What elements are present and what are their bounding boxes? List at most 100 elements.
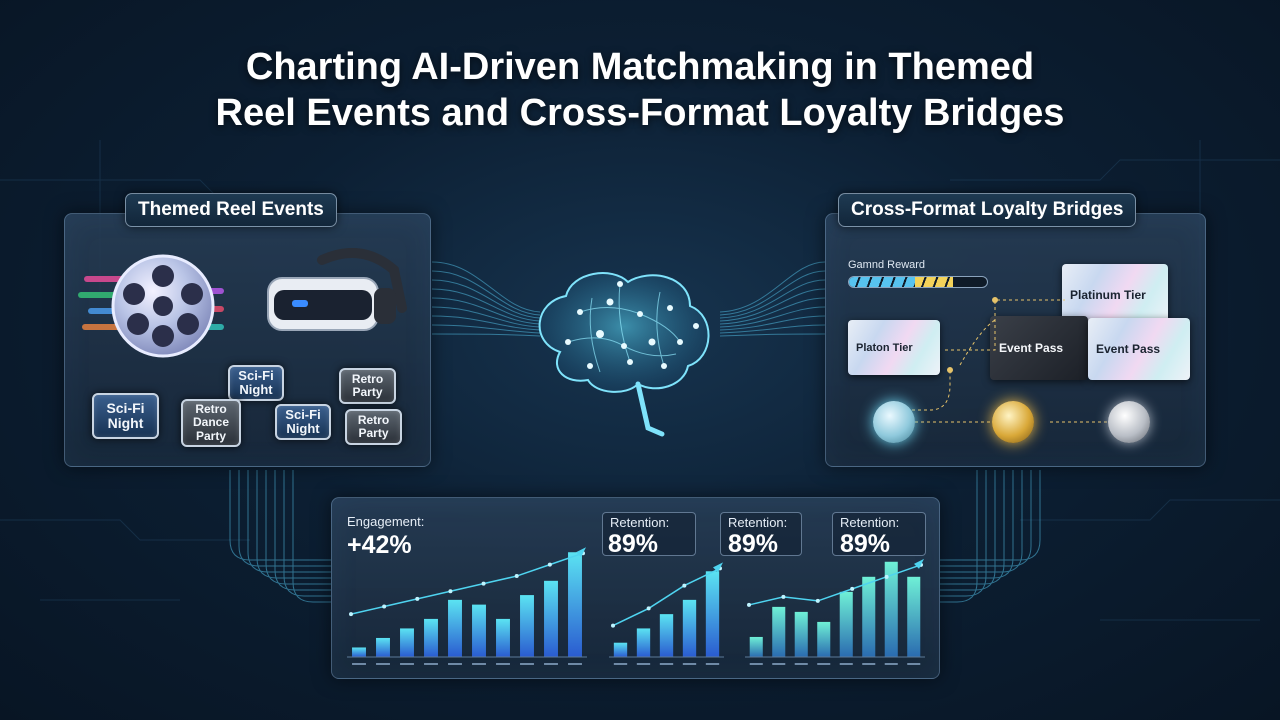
- chart-bar: [613, 642, 628, 657]
- chart-bar: [907, 576, 921, 657]
- dashboard-link-left: [283, 470, 331, 597]
- dashboard-link-right: [940, 470, 978, 603]
- trend-point: [514, 574, 519, 579]
- chart-bar: [352, 647, 366, 657]
- vr-headset-icon: [267, 248, 407, 331]
- trend-point: [781, 594, 786, 599]
- chart-bar: [636, 628, 651, 657]
- chart-tick-mark: [472, 663, 486, 665]
- chart-tick-mark: [682, 663, 697, 665]
- dashboard-link-right: [940, 470, 1014, 579]
- trend-point: [547, 562, 552, 567]
- chart-bar: [772, 606, 786, 657]
- trend-line: [748, 564, 922, 606]
- event-chip[interactable]: Sci-Fi Night: [275, 404, 331, 440]
- retention-box: [832, 512, 926, 556]
- event-chip[interactable]: Retro Party: [339, 368, 396, 404]
- chart-bar: [400, 628, 414, 657]
- chart-tick-mark: [400, 663, 414, 665]
- chart-tick-mark: [659, 663, 674, 665]
- chart-bar: [839, 591, 853, 657]
- dashboard-link-right: [940, 470, 996, 591]
- chart-tick-mark: [907, 663, 921, 665]
- trend-arrow-icon: [576, 547, 586, 558]
- chart-bar: [794, 611, 808, 657]
- chart-bar: [472, 604, 486, 657]
- brain-link-left: [431, 270, 541, 316]
- dashboard-link-right: [940, 470, 1023, 573]
- event-chip[interactable]: Sci-Fi Night: [92, 393, 159, 439]
- chart-bar: [520, 595, 534, 657]
- trend-arrow-icon: [713, 562, 723, 573]
- chart-tick-mark: [794, 663, 808, 665]
- retention-box: [602, 512, 696, 556]
- dashboard-link-left: [256, 470, 331, 579]
- chart-tick-mark: [496, 663, 510, 665]
- reward-progress-fill: [849, 277, 953, 287]
- dashboard-link-right: [940, 470, 1041, 561]
- chart-tick-mark: [613, 663, 628, 665]
- chart-bar: [659, 614, 674, 657]
- retention-value: 89%: [728, 530, 779, 558]
- chart-bar: [376, 637, 390, 657]
- trend-point: [611, 623, 615, 628]
- brain-link-left: [431, 297, 541, 325]
- dashboard-link-left: [265, 470, 331, 585]
- brain-link-right: [719, 288, 826, 322]
- trend-point: [646, 606, 651, 611]
- themed-reel-events-heading: Themed Reel Events: [125, 193, 337, 227]
- brain-link-left: [431, 315, 541, 331]
- dashboard-link-right: [940, 470, 1032, 567]
- brain-link-left: [431, 333, 541, 337]
- title-line-1: Charting AI-Driven Matchmaking in Themed: [245, 46, 1035, 88]
- chart-tick-mark: [544, 663, 558, 665]
- dashboard-link-right: [940, 470, 987, 597]
- chart-tick-mark: [376, 663, 390, 665]
- brain-link-left: [431, 288, 541, 322]
- brain-link-right: [719, 297, 826, 325]
- reward-label: Gamnd Reward: [848, 259, 926, 271]
- chart-tick-mark: [520, 663, 534, 665]
- trend-point: [747, 602, 751, 607]
- retention-label: Retention:: [840, 515, 900, 530]
- brain-link-right: [719, 333, 826, 337]
- event-pass-holo-label: Event Pass: [1096, 342, 1161, 356]
- event-chip[interactable]: Retro Party: [345, 409, 402, 445]
- platinum-tier-card[interactable]: Platinum Tier: [1062, 264, 1168, 326]
- dashboard-link-left: [229, 470, 331, 561]
- brain-link-right: [719, 315, 826, 331]
- brain-link-right: [719, 306, 826, 328]
- title-line-2: Reel Events and Cross-Format Loyalty Bri…: [215, 92, 1065, 134]
- trend-point: [682, 583, 687, 588]
- event-chip[interactable]: Sci-Fi Night: [228, 365, 284, 401]
- retention-label: Retention:: [610, 515, 670, 530]
- chart-bar: [448, 599, 462, 657]
- chart-tick-mark: [862, 663, 876, 665]
- reward-progress-gold-segment: [914, 277, 953, 287]
- brain-link-right: [719, 270, 826, 316]
- chart-bar: [862, 576, 876, 657]
- ai-brain-icon: [538, 272, 710, 437]
- chart-bar: [705, 571, 720, 657]
- platinum-tier-card-small[interactable]: Platon Tier: [848, 320, 940, 375]
- trend-point: [448, 589, 453, 594]
- loyalty-bridges-heading: Cross-Format Loyalty Bridges: [838, 193, 1137, 227]
- chart-bar: [749, 636, 763, 657]
- event-chip[interactable]: Retro Dance Party: [181, 399, 241, 447]
- silver-blue-coin-icon: [873, 401, 915, 443]
- trend-line: [350, 552, 584, 615]
- trend-point: [815, 598, 820, 603]
- chart-bar: [544, 580, 558, 657]
- trend-point: [382, 604, 387, 609]
- engagement-label: Engagement:: [347, 514, 425, 529]
- chart-tick-mark: [817, 663, 831, 665]
- chart-tick-mark: [424, 663, 438, 665]
- brain-link-left: [431, 279, 541, 319]
- event-pass-card-dark[interactable]: Event Pass: [990, 316, 1088, 380]
- trend-point: [349, 612, 353, 617]
- event-pass-card-holo[interactable]: Event Pass: [1088, 318, 1190, 380]
- brain-link-left: [431, 261, 541, 313]
- chart-bar: [424, 618, 438, 657]
- chart-tick-mark: [749, 663, 763, 665]
